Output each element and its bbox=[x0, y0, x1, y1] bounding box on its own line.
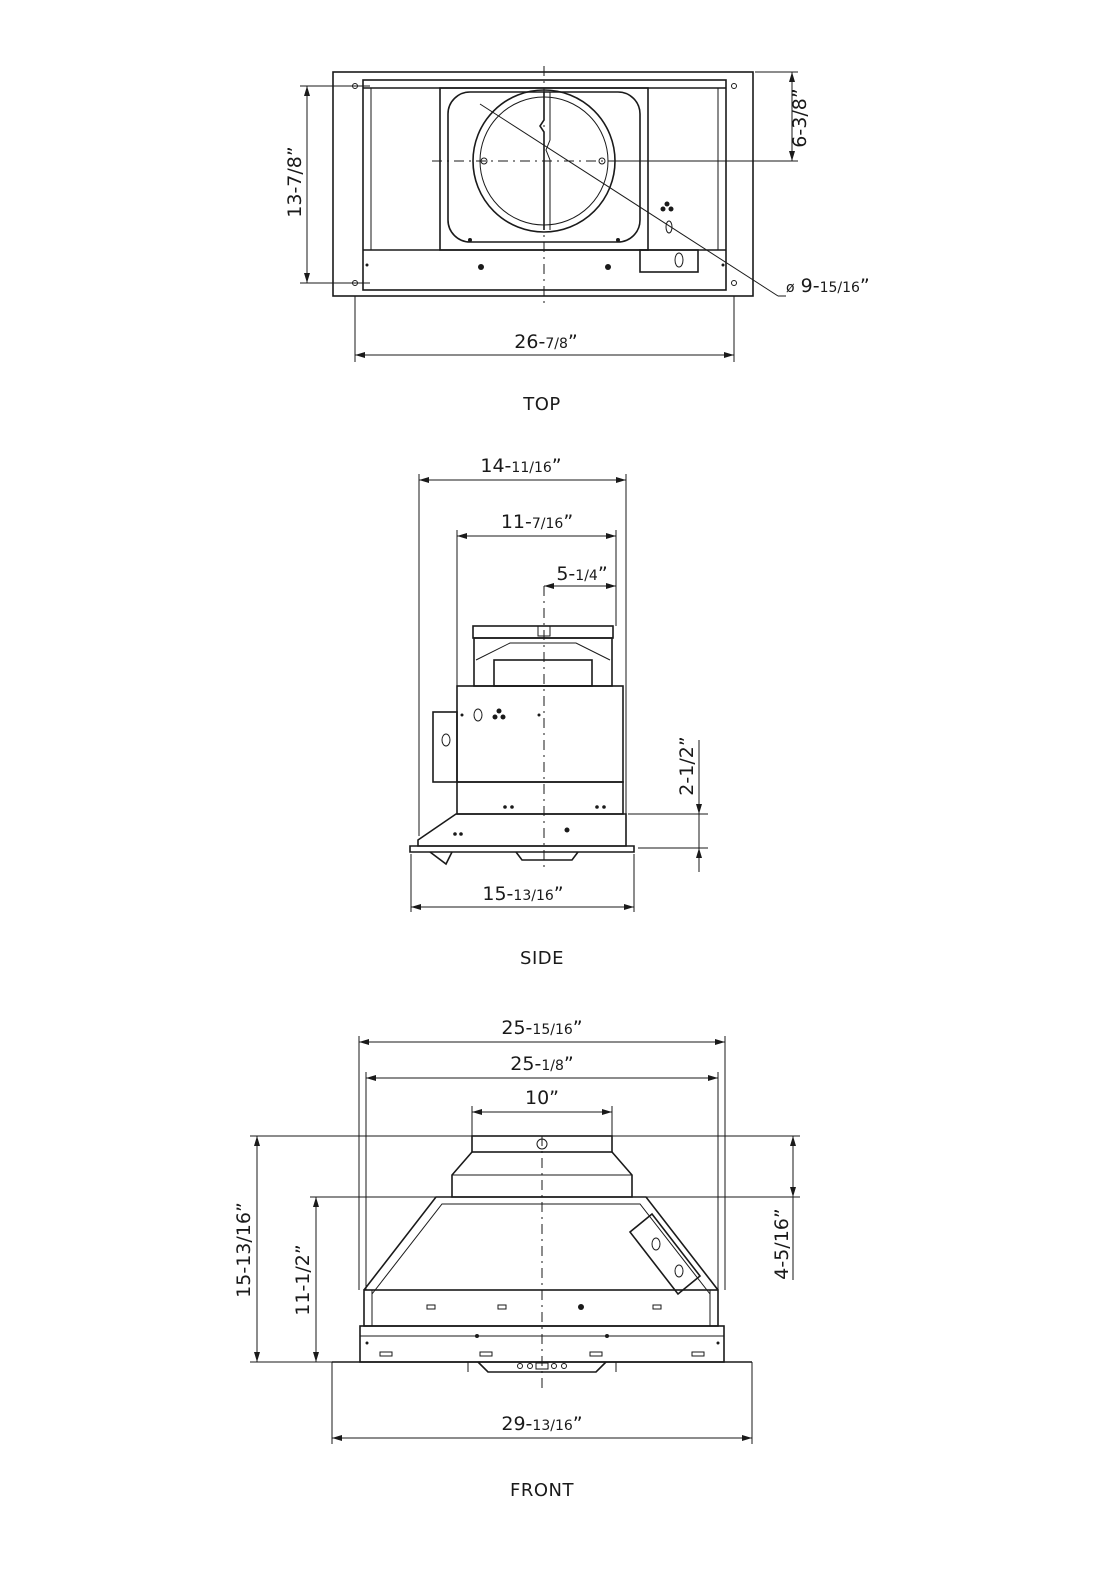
front-view: 25-15/16” 25-1/8” 10” 15-13/16” 11-1/2” … bbox=[233, 1017, 800, 1501]
top-caption: TOP bbox=[522, 394, 561, 415]
front-duct-dim: 10” bbox=[525, 1087, 559, 1109]
top-center-dim: 6-3/8” bbox=[789, 88, 811, 147]
side-view: 14-11/16” 11-7/16” 5-1/4” 2-1/2” 15-13/1… bbox=[409, 455, 708, 969]
top-depth-dim: 13-7/8” bbox=[284, 146, 306, 217]
side-mid-dim: 11-7/16” bbox=[501, 511, 573, 533]
front-caption: FRONT bbox=[510, 1480, 574, 1501]
top-diameter-dim: ø 9-15/16” bbox=[786, 275, 870, 297]
front-bottom-dim: 29-13/16” bbox=[501, 1413, 582, 1435]
top-width-dim: 26-7/8” bbox=[514, 331, 577, 353]
side-overall-dim: 14-11/16” bbox=[480, 455, 561, 477]
side-offset-dim: 5-1/4” bbox=[556, 563, 607, 585]
front-height-body-dim: 11-1/2” bbox=[292, 1244, 314, 1315]
side-caption: SIDE bbox=[520, 948, 564, 969]
front-height-total-dim: 15-13/16” bbox=[233, 1202, 255, 1298]
front-height-right-dim: 4-5/16” bbox=[771, 1208, 793, 1279]
side-height-dim: 2-1/2” bbox=[676, 736, 698, 795]
side-bottom-dim: 15-13/16” bbox=[482, 883, 563, 905]
front-overall-dim: 25-15/16” bbox=[501, 1017, 582, 1039]
top-view: 26-7/8” 13-7/8” 6-3/8” ø 9-15/16” TOP bbox=[284, 66, 870, 415]
front-inner-dim: 25-1/8” bbox=[510, 1053, 573, 1075]
